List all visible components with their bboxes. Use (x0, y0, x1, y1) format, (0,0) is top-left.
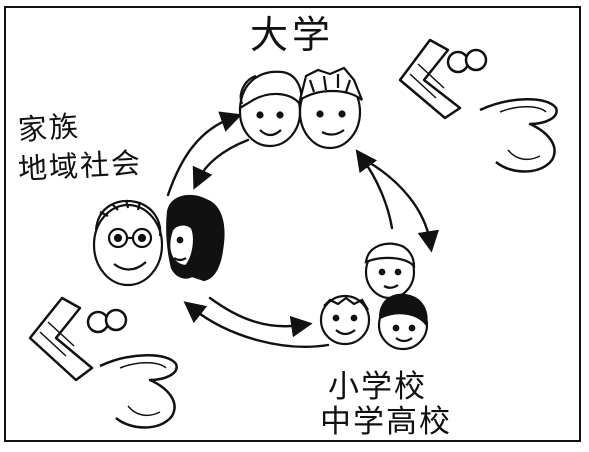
glasses-man-face (92, 199, 164, 287)
school-children (319, 242, 429, 351)
label-school-line1: 小学校 (328, 369, 427, 405)
label-family: 家族 (16, 108, 82, 148)
child-face-left (319, 294, 371, 346)
label-school-line2: 中学高校 (320, 404, 452, 440)
student-face-left (238, 70, 303, 148)
arrow-school-to-community (183, 301, 330, 348)
university-students (238, 66, 364, 150)
family-community-faces (92, 194, 225, 287)
child-face-top (364, 242, 416, 300)
arrow-community-to-university (166, 111, 243, 197)
label-community: 地域社会 (17, 145, 143, 187)
guru-lettering-bottom (28, 296, 178, 429)
woman-face (166, 194, 225, 282)
label-university: 大学 (250, 13, 335, 57)
arrow-school-to-university (355, 149, 394, 230)
arrow-community-to-school (208, 296, 313, 338)
student-face-right (298, 66, 364, 150)
cycle-arrows (166, 111, 439, 348)
arrow-university-to-community (192, 138, 250, 190)
guru-lettering-top (398, 38, 558, 173)
arrow-university-to-school (363, 158, 439, 253)
child-face-right (377, 293, 429, 351)
